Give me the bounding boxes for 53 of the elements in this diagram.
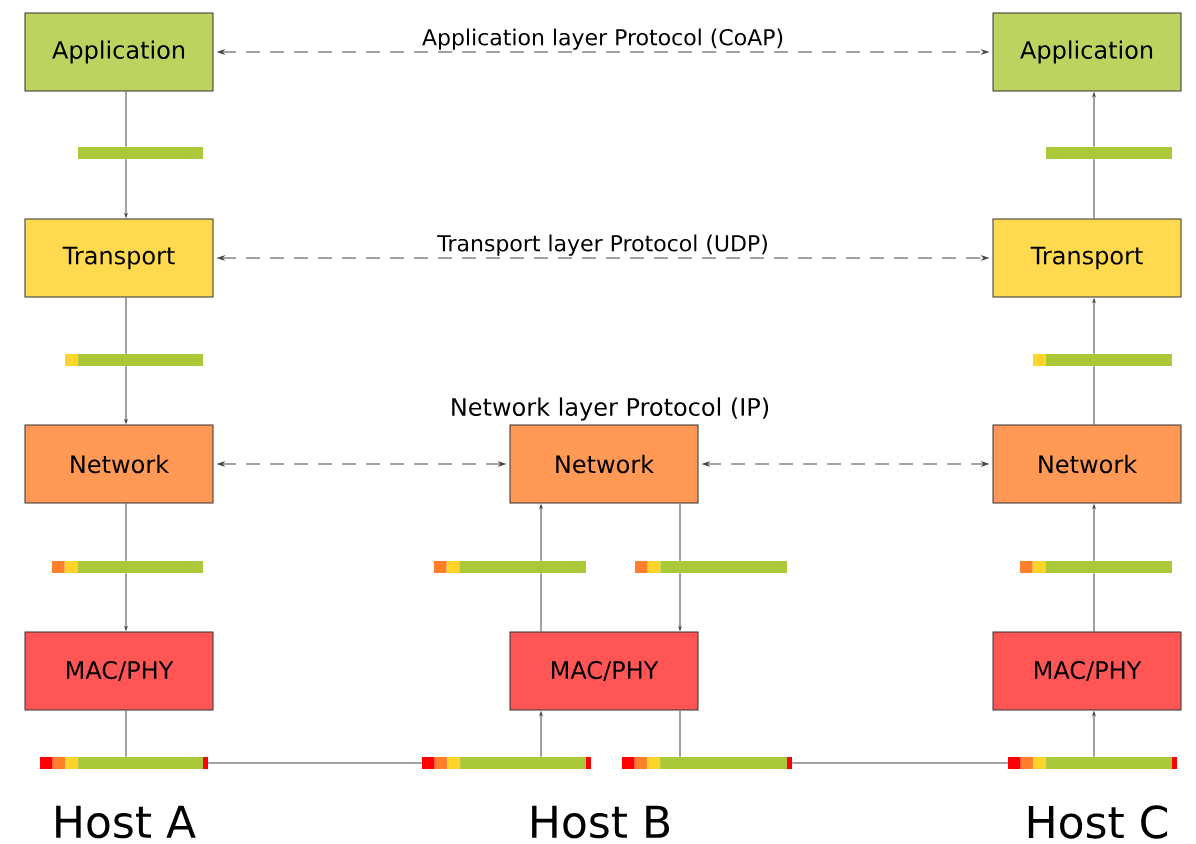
layer-box: Network xyxy=(992,424,1182,504)
connector-line xyxy=(207,762,423,764)
layer-box: Transport xyxy=(24,218,214,298)
packet-bar xyxy=(434,561,586,573)
connector-line xyxy=(125,503,127,562)
packet-bar xyxy=(422,757,591,769)
connector-line xyxy=(1093,572,1095,632)
connector-line xyxy=(125,91,127,148)
arrow xyxy=(124,572,128,631)
connector-line xyxy=(1093,365,1095,425)
arrow xyxy=(1092,504,1096,562)
packet-bar xyxy=(622,757,792,769)
host-label: Host B xyxy=(532,805,670,839)
dashed-arrow xyxy=(217,255,989,261)
packet-bar xyxy=(65,354,203,366)
connector-line xyxy=(540,572,542,632)
connector-line xyxy=(679,503,681,562)
layer-box: Network xyxy=(509,424,699,504)
arrow xyxy=(124,365,128,424)
arrow xyxy=(678,572,682,631)
host-label: Host A xyxy=(56,805,196,839)
layer-box: Application xyxy=(24,12,214,92)
packet-bar xyxy=(52,561,203,573)
packet-bar xyxy=(40,757,208,769)
layer-box: Application xyxy=(992,12,1182,92)
dashed-arrow xyxy=(217,461,506,467)
connector-line xyxy=(791,762,1009,764)
layer-box: Network xyxy=(24,424,214,504)
edge-label: Application layer Protocol (CoAP) xyxy=(422,28,783,50)
layer-box: Transport xyxy=(992,218,1182,298)
arrow xyxy=(124,158,128,218)
host-label: Host C xyxy=(1028,805,1168,839)
arrow xyxy=(1092,711,1096,758)
layer-box: MAC/PHY xyxy=(24,631,214,711)
connector-line xyxy=(125,297,127,355)
arrow xyxy=(539,504,543,562)
edge-label: Transport layer Protocol (UDP) xyxy=(437,234,767,256)
connector-line xyxy=(679,710,681,758)
connector-line xyxy=(125,710,127,758)
packet-bar xyxy=(1008,757,1177,769)
layer-box: MAC/PHY xyxy=(509,631,699,711)
dashed-arrow xyxy=(702,461,989,467)
layer-box: MAC/PHY xyxy=(992,631,1182,711)
arrow xyxy=(1092,298,1096,355)
packet-bar xyxy=(1033,354,1172,366)
packet-bar xyxy=(1020,561,1172,573)
dashed-arrow xyxy=(217,49,989,55)
arrow xyxy=(1092,92,1096,148)
packet-bar xyxy=(1046,147,1172,159)
arrow xyxy=(539,711,543,758)
packet-bar xyxy=(635,561,787,573)
connector-line xyxy=(1093,158,1095,219)
packet-bar xyxy=(78,147,203,159)
